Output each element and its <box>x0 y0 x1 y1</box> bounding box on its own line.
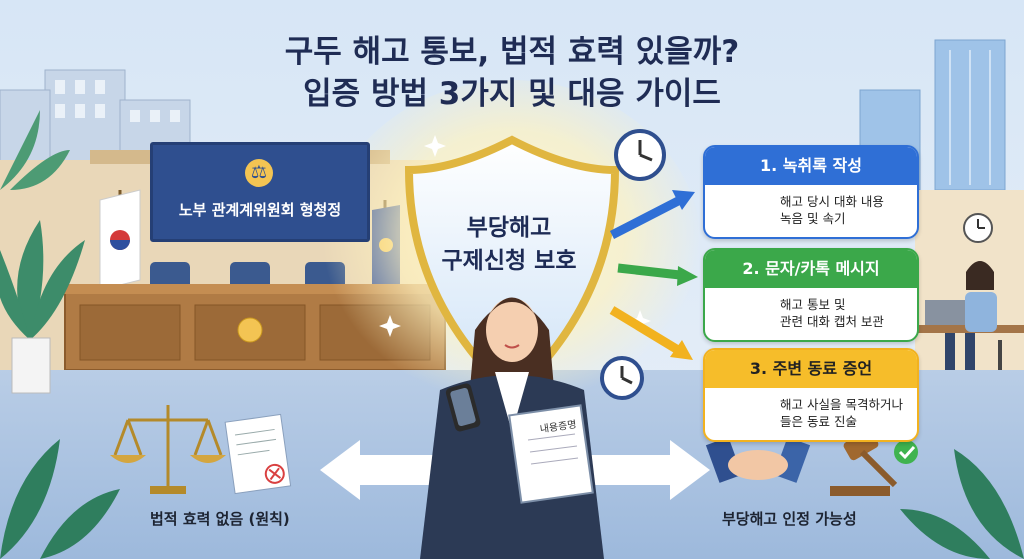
shield-text-line-2: 구제신청 보호 <box>441 248 577 274</box>
main-title-line-2: 입증 방법 3가지 및 대응 가이드 <box>303 76 721 112</box>
gavel-icon <box>830 429 918 496</box>
plant-bottom-right <box>900 449 1024 559</box>
outcome-left-label: 법적 효력 없음 (원칙) <box>150 510 290 528</box>
card-desc-line: 해고 당시 대화 내용 <box>780 194 884 209</box>
card-title: 3. 주변 동료 증언 <box>705 350 917 388</box>
evidence-card-witness: 3. 주변 동료 증언 해고 사실을 목격하거나 들은 동료 진술 <box>703 348 919 442</box>
outcome-right-label: 부당해고 인정 가능성 <box>722 510 857 528</box>
card-desc-line: 해고 통보 및 <box>780 297 846 312</box>
main-title-line-1: 구두 해고 통보, 법적 효력 있을까? <box>284 34 740 70</box>
card-desc-line: 녹음 및 속기 <box>780 211 846 226</box>
office-worker <box>915 261 1024 400</box>
scales-icon <box>113 405 223 488</box>
arrow-to-card-3 <box>609 306 681 354</box>
clock-icon-top <box>614 129 666 181</box>
sparkles <box>379 135 651 337</box>
woman-figure <box>420 297 604 559</box>
card-desc-line: 해고 사실을 목격하거나 <box>780 397 903 412</box>
plant-left <box>0 220 85 394</box>
handshake-icon <box>705 437 811 483</box>
card-title: 2. 문자/카톡 메시지 <box>705 250 917 288</box>
shield-text-line-1: 부당해고 <box>466 215 552 241</box>
court-sign: ⚖ 노부 관계계위원회 형청정 <box>150 142 370 242</box>
arrow-right-outcome <box>560 440 710 500</box>
plant-bottom-left <box>0 439 120 559</box>
card-desc-line: 들은 동료 진술 <box>780 414 857 429</box>
plant-top-left <box>0 110 70 190</box>
clock-icon-bottom <box>600 356 644 400</box>
evidence-card-recording: 1. 녹취록 작성 해고 당시 대화 내용 녹음 및 속기 <box>703 145 919 239</box>
card-desc-line: 관련 대화 캡처 보관 <box>780 314 884 329</box>
arrow-to-card-2 <box>617 263 681 280</box>
arrow-to-card-1 <box>609 195 683 240</box>
evidence-card-messages: 2. 문자/카톡 메시지 해고 통보 및 관련 대화 캡처 보관 <box>703 248 919 342</box>
invalid-document-icon <box>224 413 292 495</box>
card-title: 1. 녹취록 작성 <box>705 147 917 185</box>
flag-left <box>99 189 141 300</box>
court-emblem-icon: ⚖ <box>245 159 273 187</box>
court-sign-text: 노부 관계계위원회 형청정 <box>178 201 342 219</box>
